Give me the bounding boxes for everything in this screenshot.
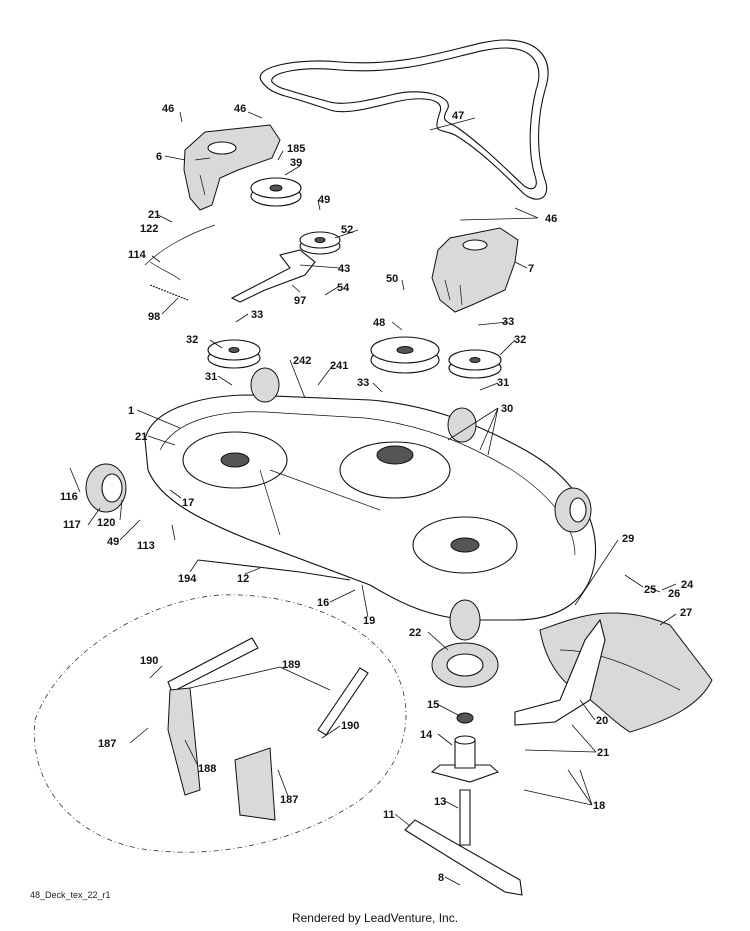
callout-27: 27 <box>680 607 692 619</box>
callout-1: 1 <box>128 405 134 417</box>
callout-98: 98 <box>148 311 160 323</box>
callout-122: 122 <box>140 223 158 235</box>
callout-189: 189 <box>282 659 300 671</box>
callout-190-b: 190 <box>341 720 359 732</box>
gauge-wheel-front-left <box>85 463 127 513</box>
spindle-assembly <box>430 642 500 846</box>
mandrel-pulley-left <box>207 339 261 369</box>
callout-188: 188 <box>198 763 216 775</box>
callout-17: 17 <box>182 497 194 509</box>
lift-link-left <box>167 637 259 796</box>
diagram-caption: 48_Deck_tex_22_r1 <box>30 890 111 900</box>
callout-49-a: 49 <box>318 194 330 206</box>
callout-20: 20 <box>596 715 608 727</box>
idler-pulley-52 <box>299 231 341 255</box>
gauge-wheel-rear-right <box>447 407 477 443</box>
callout-190-a: 190 <box>140 655 158 667</box>
callout-7: 7 <box>528 263 534 275</box>
callout-185: 185 <box>287 143 305 155</box>
callout-117: 117 <box>63 519 81 531</box>
deck-hanger-rods <box>197 469 381 581</box>
callout-49-b: 49 <box>107 536 119 548</box>
callout-21-c: 21 <box>597 747 609 759</box>
callout-113: 113 <box>137 540 155 552</box>
tension-rod-spring <box>144 224 216 301</box>
callout-33-a: 33 <box>251 309 263 321</box>
drive-belt <box>259 39 549 200</box>
callout-116: 116 <box>60 491 78 503</box>
callout-50: 50 <box>386 273 398 285</box>
callout-24: 24 <box>681 579 694 591</box>
callout-6: 6 <box>156 151 162 163</box>
callout-32-a: 32 <box>186 334 198 346</box>
callout-187-b: 187 <box>280 794 298 806</box>
idler-arm-bracket <box>230 249 316 303</box>
callout-8: 8 <box>438 872 444 884</box>
callout-46-c: 46 <box>545 213 557 225</box>
callout-47: 47 <box>452 110 464 122</box>
callout-21-b: 21 <box>135 431 147 443</box>
callout-242: 242 <box>293 355 311 367</box>
callout-33-c: 33 <box>357 377 369 389</box>
render-credit-footer: Rendered by LeadVenture, Inc. <box>291 911 459 925</box>
mandrel-pulley-right <box>448 349 502 379</box>
callout-12: 12 <box>237 573 249 585</box>
callout-labels: 46 46 6 185 39 47 49 52 21 122 114 43 97… <box>60 103 694 884</box>
callout-13: 13 <box>434 796 446 808</box>
callout-18: 18 <box>593 800 605 812</box>
inset-detail-frame <box>33 594 407 853</box>
callout-14: 14 <box>420 729 433 741</box>
callout-54: 54 <box>337 282 350 294</box>
callout-30: 30 <box>501 403 513 415</box>
callout-39: 39 <box>290 157 302 169</box>
deflector-shield <box>514 618 606 726</box>
callout-120: 120 <box>97 517 115 529</box>
callout-21-a: 21 <box>148 209 160 221</box>
callout-33-b: 33 <box>502 316 514 328</box>
callout-46-b: 46 <box>234 103 246 115</box>
callout-32-b: 32 <box>514 334 526 346</box>
mower-deck-housing <box>144 394 597 621</box>
callout-52: 52 <box>341 224 353 236</box>
callout-22: 22 <box>409 627 421 639</box>
callout-46-a: 46 <box>162 103 174 115</box>
gauge-wheel-mid <box>449 599 481 641</box>
callout-25: 25 <box>644 584 656 596</box>
callout-194: 194 <box>178 573 197 585</box>
callout-48: 48 <box>373 317 385 329</box>
belt-cover-right <box>431 227 519 313</box>
lift-link-right <box>234 667 369 821</box>
callout-29: 29 <box>622 533 634 545</box>
callout-114: 114 <box>128 249 147 261</box>
callout-31-b: 31 <box>497 377 509 389</box>
callout-31-a: 31 <box>205 371 217 383</box>
center-pulley-48 <box>370 336 440 374</box>
idler-pulley-39 <box>250 177 302 207</box>
gauge-wheel-front-right <box>554 487 592 533</box>
callout-241: 241 <box>330 360 348 372</box>
belt-cover-left <box>183 124 281 211</box>
callout-26: 26 <box>668 588 680 600</box>
callout-16: 16 <box>317 597 329 609</box>
callout-97: 97 <box>294 295 306 307</box>
callout-15: 15 <box>427 699 439 711</box>
callout-19: 19 <box>363 615 375 627</box>
callout-43: 43 <box>338 263 350 275</box>
gauge-wheel-rear-left <box>250 367 280 403</box>
callout-187-a: 187 <box>98 738 116 750</box>
callout-11: 11 <box>383 809 395 821</box>
mower-blade <box>404 819 523 896</box>
leader-lines <box>69 111 677 886</box>
